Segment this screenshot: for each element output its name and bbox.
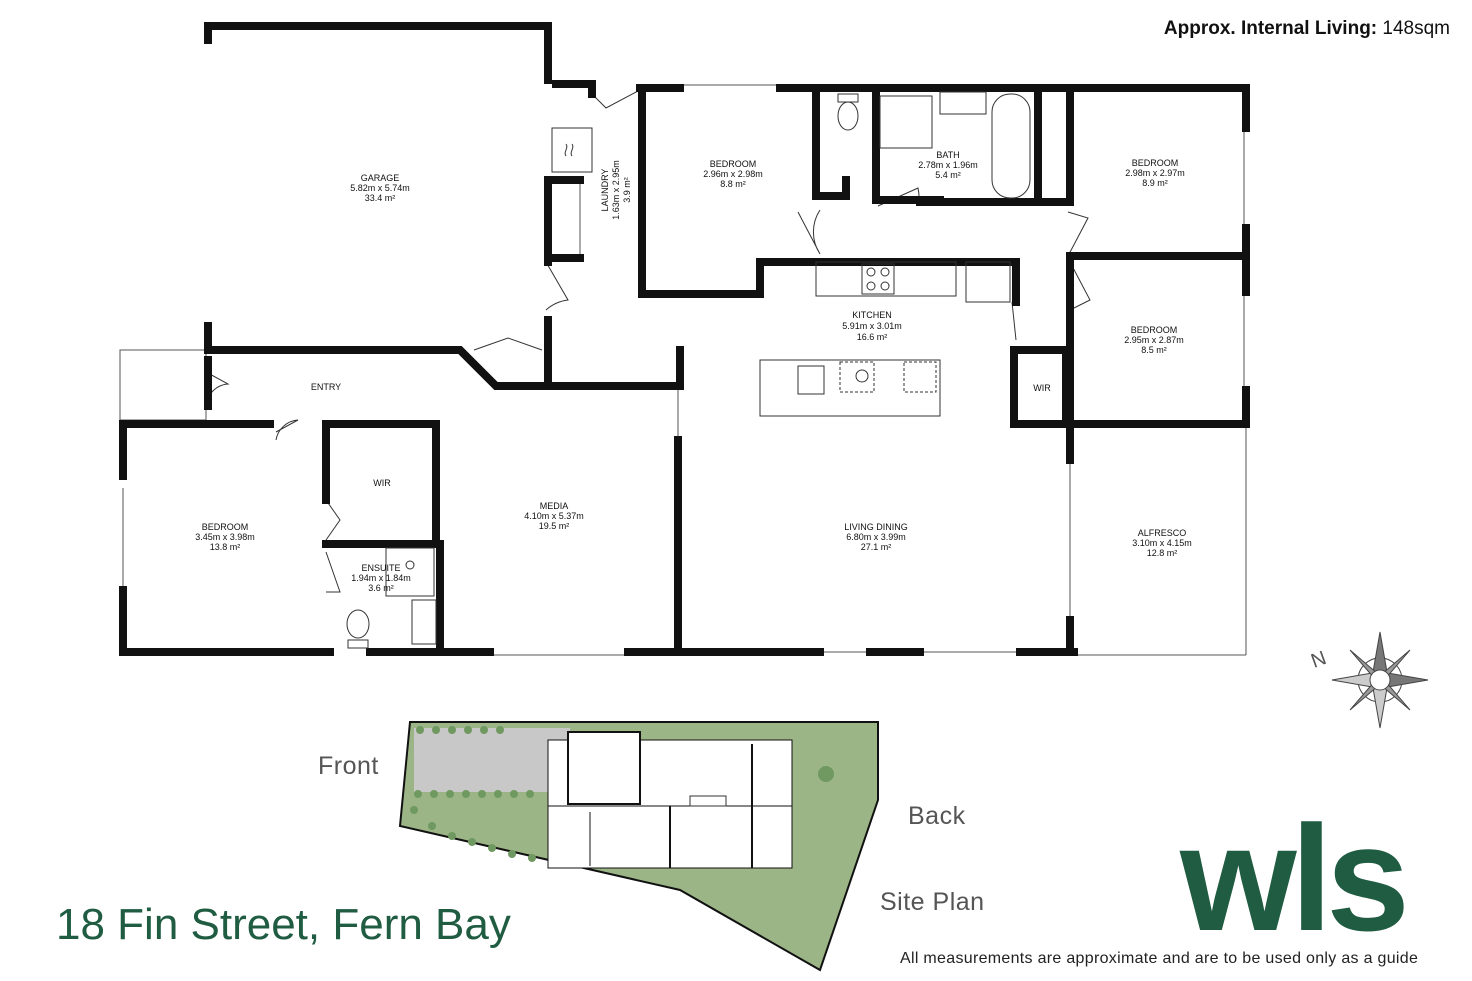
- internal-living-value: 148sqm: [1377, 18, 1450, 39]
- svg-text:MEDIA: MEDIA: [540, 501, 569, 511]
- kitchen-island: [759, 359, 941, 417]
- room-wir-1: WIR: [373, 478, 391, 488]
- room-wir-2: WIR: [1033, 383, 1051, 393]
- driveway: [414, 728, 570, 792]
- thin-outlines: [119, 84, 1247, 656]
- svg-text:16.6 m²: 16.6 m²: [857, 332, 888, 342]
- svg-text:3.10m x 4.15m: 3.10m x 4.15m: [1132, 538, 1192, 548]
- ensuite-shower: [385, 547, 435, 597]
- basin-fixture: [939, 91, 987, 115]
- bathtub-fixture: [991, 93, 1031, 199]
- compass-north-label: N: [1308, 647, 1329, 673]
- svg-text:2.78m x 1.96m: 2.78m x 1.96m: [918, 160, 978, 170]
- measurement-disclaimer: All measurements are approximate and are…: [900, 950, 1419, 967]
- sink-icon: [797, 365, 825, 395]
- washer-fixture: [551, 127, 593, 173]
- svg-text:BATH: BATH: [936, 150, 959, 160]
- site-back-label: Back: [908, 802, 966, 830]
- property-address: 18 Fin Street, Fern Bay: [56, 900, 511, 949]
- ensuite-vanity: [411, 599, 437, 645]
- svg-text:19.5 m²: 19.5 m²: [539, 521, 570, 531]
- svg-text:LAUNDRY: LAUNDRY: [600, 169, 610, 212]
- svg-text:3.45m x 3.98m: 3.45m x 3.98m: [195, 532, 255, 542]
- cooktop-icon: [861, 263, 895, 295]
- svg-text:5.4 m²: 5.4 m²: [935, 170, 961, 180]
- svg-text:8.9 m²: 8.9 m²: [1142, 178, 1168, 188]
- dishwasher-icon: [839, 361, 875, 393]
- svg-text:2.96m x 2.98m: 2.96m x 2.98m: [703, 169, 763, 179]
- svg-text:3.6 m²: 3.6 m²: [368, 583, 394, 593]
- fridge-space: [965, 261, 1011, 303]
- site-front-label: Front: [318, 752, 379, 780]
- svg-text:ENSUITE: ENSUITE: [361, 563, 400, 573]
- site-plan-title: Site Plan: [880, 888, 985, 916]
- site-plan: [398, 721, 879, 972]
- svg-text:ALFRESCO: ALFRESCO: [1138, 528, 1187, 538]
- svg-text:2.95m x 2.87m: 2.95m x 2.87m: [1124, 335, 1184, 345]
- svg-text:BEDROOM: BEDROOM: [202, 522, 249, 532]
- svg-text:GARAGE: GARAGE: [361, 173, 400, 183]
- room-entry: ENTRY: [311, 382, 341, 392]
- svg-text:LIVING DINING: LIVING DINING: [844, 522, 908, 532]
- appliance-space: [903, 361, 937, 393]
- internal-living-heading: Approx. Internal Living: 148sqm: [1164, 18, 1450, 40]
- svg-text:4.10m x 5.37m: 4.10m x 5.37m: [524, 511, 584, 521]
- walls: [119, 22, 1250, 656]
- svg-text:3.9 m²: 3.9 m²: [622, 177, 632, 203]
- svg-text:BEDROOM: BEDROOM: [1132, 158, 1179, 168]
- svg-text:WIR: WIR: [373, 478, 391, 488]
- svg-text:33.4 m²: 33.4 m²: [365, 193, 396, 203]
- toilet-fixture: [837, 101, 859, 131]
- svg-text:1.63m x 2.95m: 1.63m x 2.95m: [611, 160, 621, 220]
- svg-text:6.80m x 3.99m: 6.80m x 3.99m: [846, 532, 906, 542]
- svg-text:BEDROOM: BEDROOM: [710, 159, 757, 169]
- svg-text:27.1 m²: 27.1 m²: [861, 542, 892, 552]
- brand-logo: wls: [1179, 794, 1404, 962]
- internal-living-label: Approx. Internal Living:: [1163, 18, 1378, 39]
- door-swings: [205, 89, 1091, 593]
- svg-text:8.8 m²: 8.8 m²: [720, 179, 746, 189]
- svg-text:KITCHEN: KITCHEN: [852, 310, 892, 320]
- kitchen-bench: [815, 261, 957, 297]
- svg-text:1.94m x 1.84m: 1.94m x 1.84m: [351, 573, 411, 583]
- svg-text:5.82m x 5.74m: 5.82m x 5.74m: [350, 183, 410, 193]
- svg-text:2.98m x 2.97m: 2.98m x 2.97m: [1125, 168, 1185, 178]
- svg-text:8.5 m²: 8.5 m²: [1141, 345, 1167, 355]
- ensuite-toilet: [346, 609, 370, 639]
- shower-fixture: [879, 95, 933, 149]
- compass-icon: [1331, 631, 1429, 729]
- svg-text:ENTRY: ENTRY: [311, 382, 341, 392]
- fixtures: [346, 91, 1031, 649]
- svg-text:12.8 m²: 12.8 m²: [1147, 548, 1178, 558]
- svg-text:13.8 m²: 13.8 m²: [210, 542, 241, 552]
- svg-text:WIR: WIR: [1033, 383, 1051, 393]
- svg-text:5.91m x 3.01m: 5.91m x 3.01m: [842, 321, 902, 331]
- svg-text:BEDROOM: BEDROOM: [1131, 325, 1178, 335]
